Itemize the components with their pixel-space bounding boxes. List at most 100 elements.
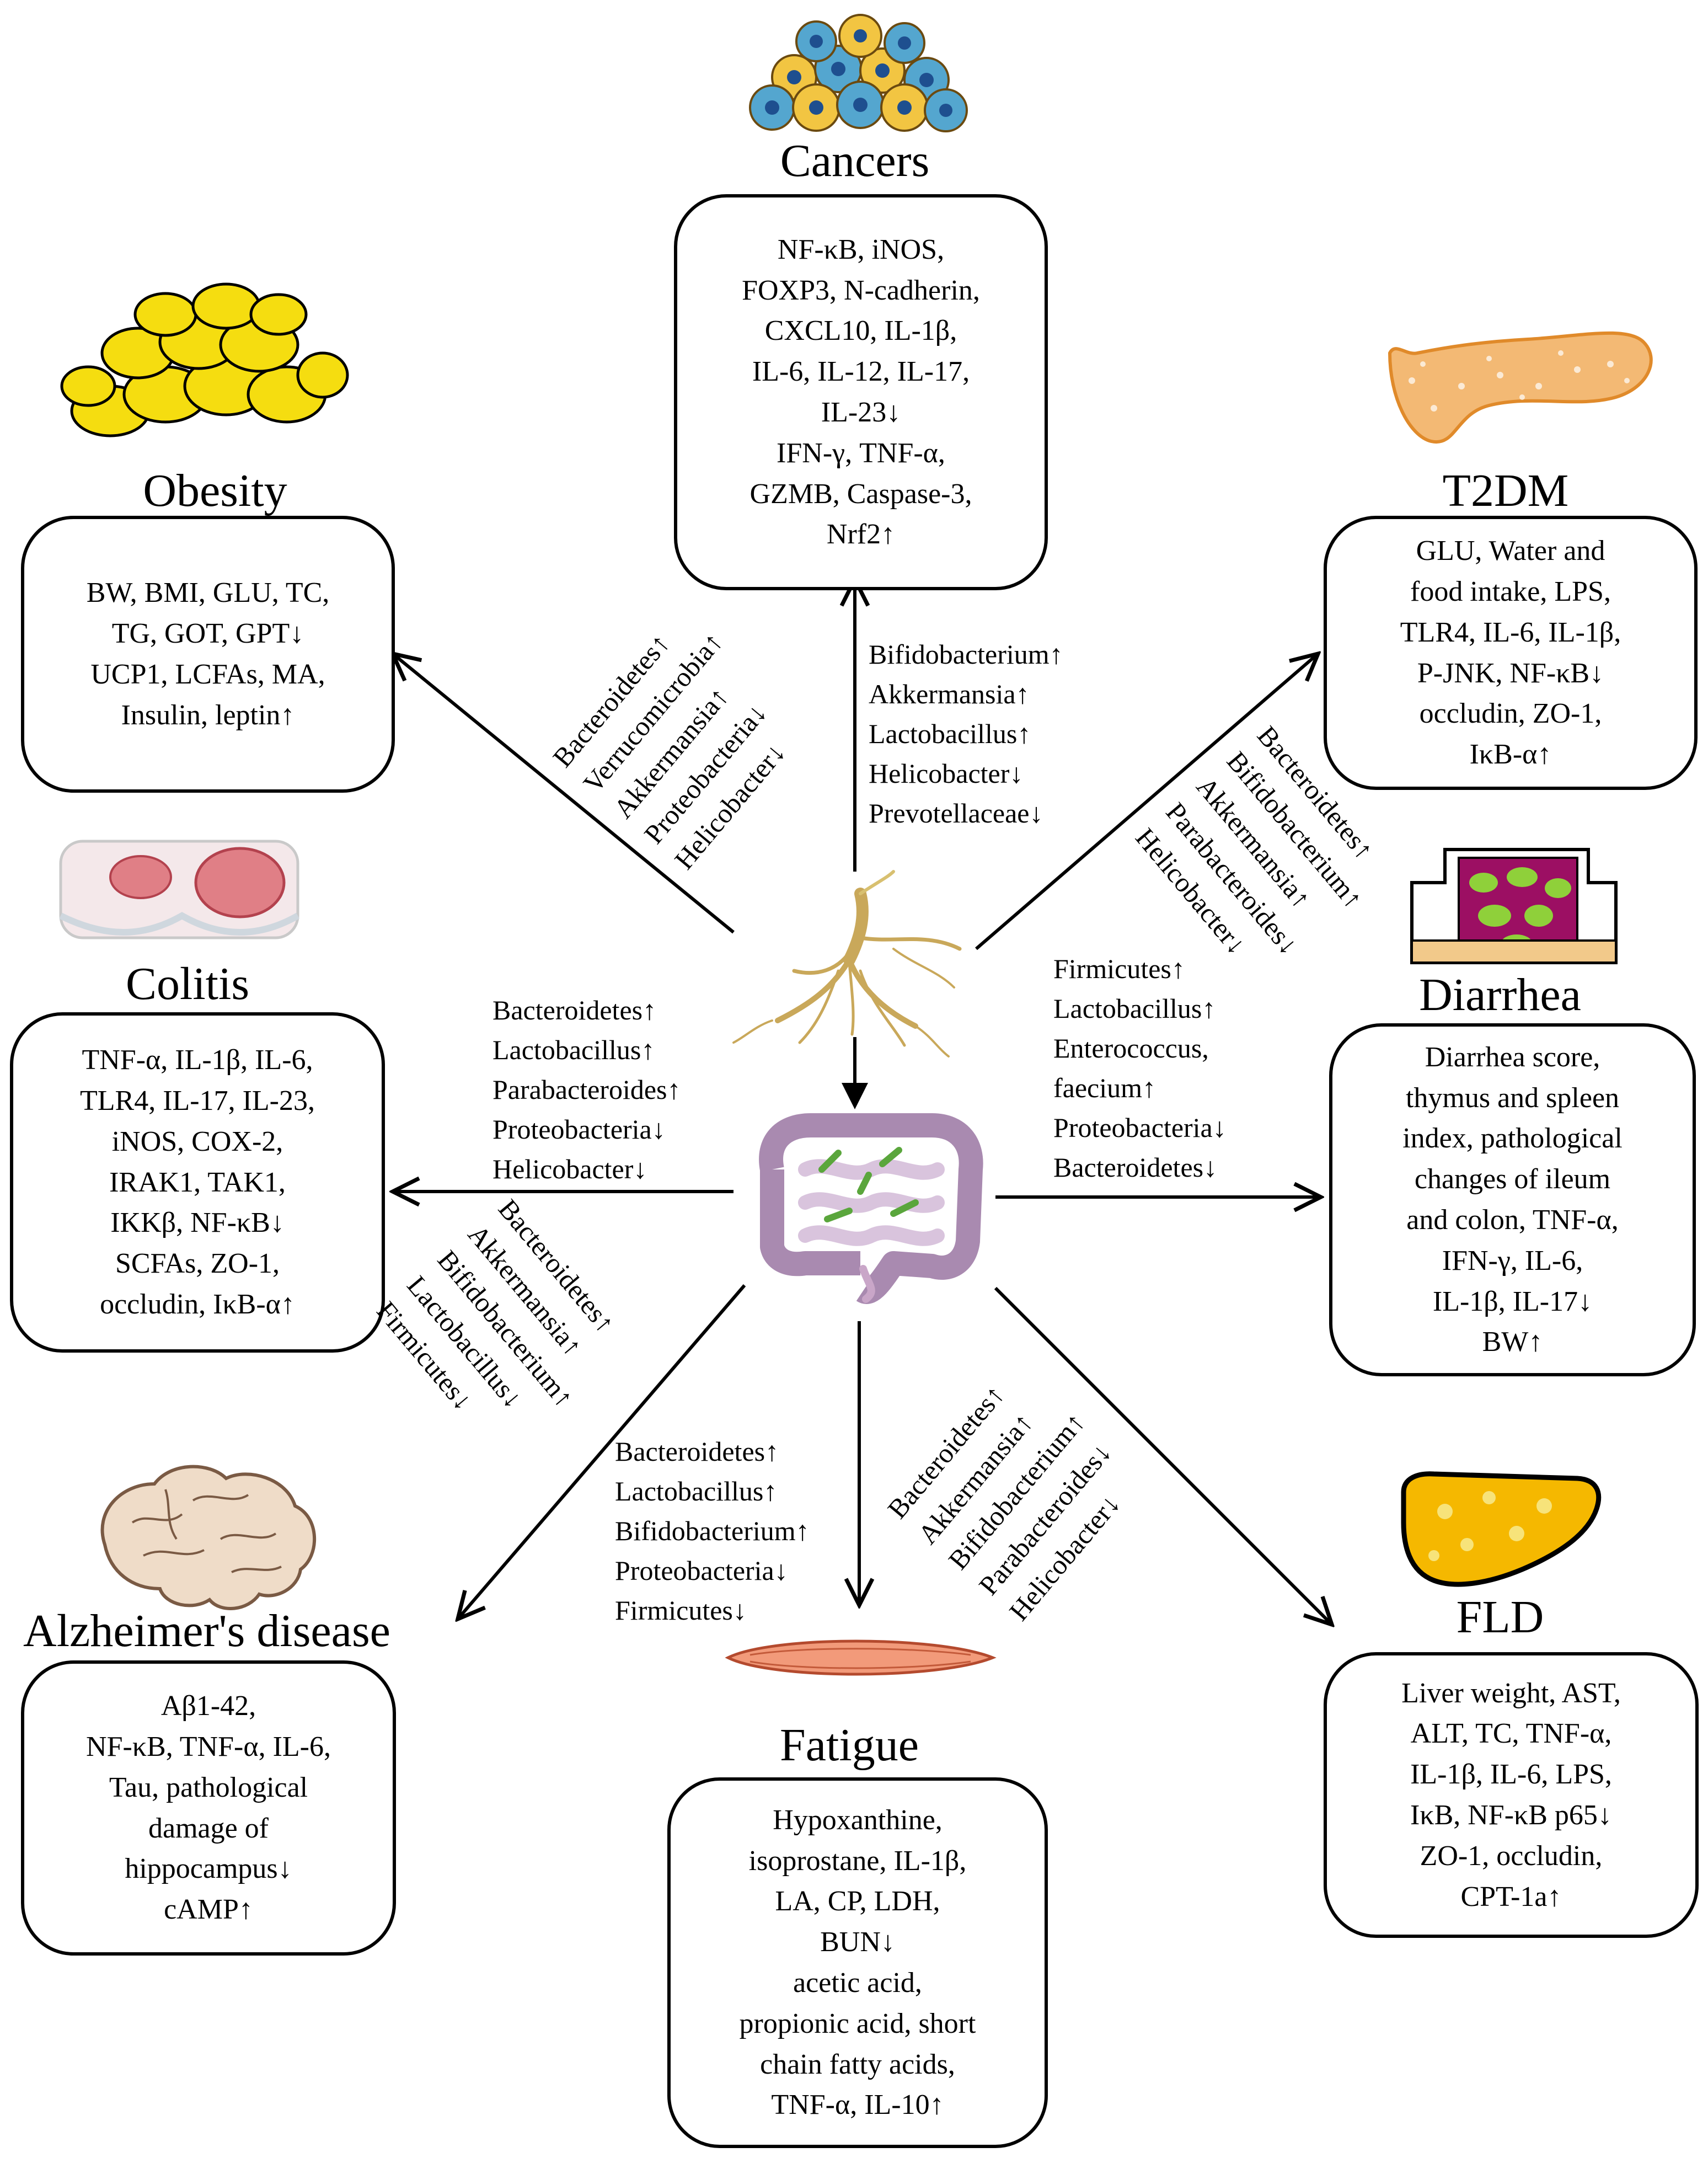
box-line: FOXP3, N-cadherin, [742,274,980,306]
box-line: index, pathological [1402,1123,1623,1155]
box-line: NF-κB, TNF-α, IL-6, [86,1730,331,1762]
brain-icon [100,1465,317,1610]
box-line: TLR4, IL-6, IL-1β, [1400,616,1621,648]
cancer-cells-icon [749,14,968,132]
obesity-box: BW, BMI, GLU, TC, TG, GOT, GPT↓ UCP1, LC… [21,516,395,793]
box-line: SCFAs, ZO-1, [115,1248,280,1280]
ginseng-root-icon [732,870,962,1057]
box-line: thymus and spleen [1405,1082,1620,1114]
box-line: TNF-α, IL-1β, IL-6, [82,1044,313,1076]
box-line: BW, BMI, GLU, TC, [86,577,330,609]
cancers-microbes: Bifidobacterium↑ Akkermansia↑ Lactobacil… [869,634,1063,833]
box-line: isoprostane, IL-1β, [748,1845,967,1877]
box-line: CXCL10, IL-1β, [764,315,957,347]
colitis-box: TNF-α, IL-1β, IL-6, TLR4, IL-17, IL-23, … [10,1012,385,1353]
microbe-item: Lactobacillus↑ [615,1476,778,1507]
microbe-item: Lactobacillus↑ [1053,993,1216,1024]
box-line: damage of [148,1812,269,1844]
box-line: P-JNK, NF-κB↓ [1417,657,1604,689]
box-line: occludin, ZO-1, [1419,698,1602,730]
box-line: Liver weight, AST, [1401,1677,1621,1709]
liver-icon [1401,1471,1602,1587]
fatigue-title: Fatigue [780,1719,919,1771]
microbe-item: Lactobacillus↑ [869,718,1031,749]
box-line: ALT, TC, TNF-α, [1410,1718,1612,1750]
microbe-item: Proteobacteria↓ [1053,1112,1227,1143]
microbe-item: Bacteroidetes↑ [492,995,657,1025]
box-line: Tau, pathological [109,1771,308,1803]
box-line: Insulin, leptin↑ [121,699,295,731]
box-line: UCP1, LCFAs, MA, [90,659,325,690]
box-line: IRAK1, TAK1, [109,1166,286,1198]
box-line: IL-23↓ [821,397,901,428]
microbe-item: Lactobacillus↑ [492,1034,655,1065]
box-line: IFN-γ, TNF-α, [777,437,945,469]
microbe-item: Enterococcus, [1053,1033,1209,1064]
alzheimers-box: Aβ1-42, NF-κB, TNF-α, IL-6, Tau, patholo… [21,1660,396,1956]
microbe-item: Proteobacteria↓ [615,1555,788,1586]
box-line: IKKβ, NF-κB↓ [110,1207,285,1239]
box-line: IκB-α↑ [1469,739,1552,771]
t2dm-box: GLU, Water and food intake, LPS, TLR4, I… [1324,516,1698,790]
box-line: TG, GOT, GPT↓ [111,618,304,650]
fat-cells-icon [60,282,349,437]
box-line: BUN↓ [820,1926,895,1958]
box-line: LA, CP, LDH, [775,1885,940,1917]
colitis-title: Colitis [125,958,250,1009]
diarrhea-box: Diarrhea score, thymus and spleen index,… [1329,1023,1696,1376]
box-line: Nrf2↑ [826,519,896,551]
muscle-icon [725,1639,997,1676]
microbe-item: Bifidobacterium↑ [615,1515,810,1546]
diarrhea-microbes: Firmicutes↑ Lactobacillus↑ Enterococcus,… [1053,949,1227,1187]
microbe-item: Bifidobacterium↑ [869,639,1063,670]
microbe-item: Firmicutes↓ [615,1595,747,1626]
box-line: cAMP↑ [164,1894,253,1926]
box-line: changes of ileum [1414,1163,1611,1195]
alzheimers-title: Alzheimer's disease [23,1605,390,1657]
arrow-to-fld [994,1286,1332,1625]
arrow-to-obesity [393,654,735,934]
box-line: IL-1β, IL-17↓ [1432,1285,1593,1317]
box-line: GLU, Water and [1416,535,1605,567]
box-line: TNF-α, IL-10↑ [771,2089,944,2121]
microbe-item: Akkermansia↑ [869,679,1030,709]
intestine-icon [759,1113,983,1304]
box-line: BW↑ [1482,1326,1543,1358]
box-line: acetic acid, [793,1967,922,1999]
box-line: GZMB, Caspase-3, [749,478,972,510]
fatigue-microbes: Bacteroidetes↑ Lactobacillus↑ Bifidobact… [615,1431,810,1630]
t2dm-title: T2DM [1442,465,1569,516]
inflamed-colon-icon [59,840,299,939]
arrow-to-t2dm [975,654,1318,950]
microbe-item: Firmicutes↑ [1053,953,1185,984]
intestine-section-icon [1410,848,1618,964]
box-line: ZO-1, occludin, [1420,1840,1603,1872]
box-line: Diarrhea score, [1425,1041,1600,1073]
cancers-title: Cancers [780,135,930,186]
box-line: propionic acid, short [739,2007,976,2039]
microbe-item: Helicobacter↓ [492,1153,647,1184]
box-line: NF-κB, iNOS, [777,233,945,265]
box-line: CPT-1a↑ [1460,1881,1562,1913]
box-line: Hypoxanthine, [773,1804,943,1836]
pancreas-icon [1388,331,1653,444]
box-line: occludin, IκB-α↑ [100,1289,295,1321]
box-line: IL-1β, IL-6, LPS, [1410,1759,1612,1791]
box-line: iNOS, COX-2, [111,1125,283,1157]
box-line: IL-6, IL-12, IL-17, [752,356,970,388]
box-line: TLR4, IL-17, IL-23, [79,1085,315,1117]
microbe-item: Parabacteroides↑ [492,1074,681,1105]
box-line: IFN-γ, IL-6, [1442,1244,1583,1276]
fld-title: FLD [1456,1591,1544,1643]
microbe-item: faecium↑ [1053,1072,1156,1103]
fatigue-box: Hypoxanthine, isoprostane, IL-1β, LA, CP… [667,1777,1048,2148]
diarrhea-title: Diarrhea [1419,969,1581,1021]
arrow-to-alzheimers [458,1284,746,1619]
fld-box: Liver weight, AST, ALT, TC, TNF-α, IL-1β… [1324,1652,1699,1938]
microbe-item: Proteobacteria↓ [492,1114,666,1145]
box-line: IκB, NF-κB p65↓ [1410,1799,1612,1831]
microbe-item: Bacteroidetes↓ [1053,1152,1218,1183]
cancers-box: NF-κB, iNOS, FOXP3, N-cadherin, CXCL10, … [674,194,1048,590]
